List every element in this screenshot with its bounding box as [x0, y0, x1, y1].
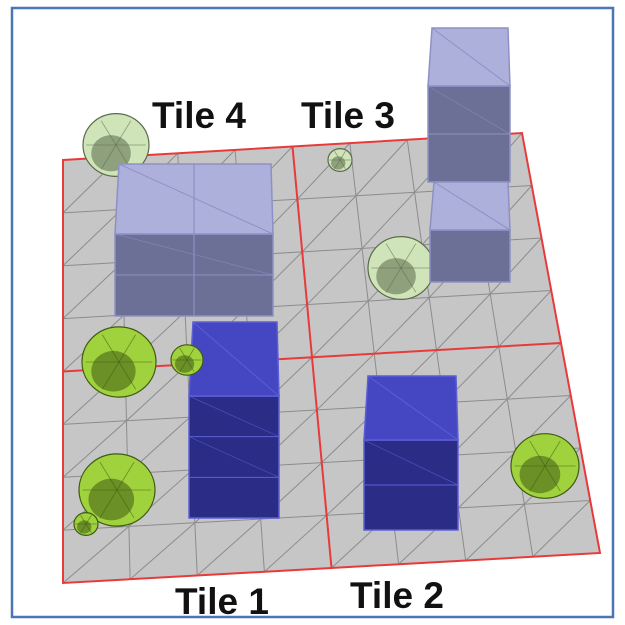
buildings [114, 27, 511, 531]
building-tile3-tower [427, 27, 511, 183]
tile-label-1: Tile 1 [175, 581, 269, 622]
tree-facet [544, 440, 561, 467]
tile-outer-border [62, 131, 602, 585]
tree-facet [100, 144, 117, 170]
building-edge [433, 181, 511, 231]
tree-facet [100, 120, 117, 146]
tree-bright-partial [170, 344, 204, 376]
tree-facet [99, 489, 118, 519]
trees-back [82, 113, 435, 300]
building-edge [431, 27, 511, 87]
tree-facet [118, 361, 136, 390]
building-edge [427, 85, 511, 135]
tree-facet [186, 348, 195, 361]
building-tile1 [188, 321, 280, 519]
building-tile2 [363, 375, 459, 531]
mesh-diagonal [129, 522, 196, 580]
tree-facet [186, 359, 195, 372]
mesh-diagonal [301, 195, 357, 253]
tree-bright-small-bottom [73, 511, 99, 536]
tree-facet [118, 334, 136, 363]
tree-facet [99, 461, 118, 491]
mesh-diagonal [306, 248, 363, 305]
tree-bright-left-lower [78, 453, 156, 527]
tree-facet [529, 440, 546, 467]
mesh-diagonal [126, 364, 188, 422]
building-tile3-base [429, 181, 511, 283]
tree-light-top-left [82, 113, 150, 177]
tree-facet [385, 267, 402, 293]
tree-facet [85, 523, 92, 534]
building-edge [367, 375, 459, 441]
building-edge [192, 321, 280, 397]
trees-front [73, 326, 580, 536]
tree-facet [339, 150, 346, 161]
tree-bright-right [510, 433, 580, 499]
mesh-diagonal [196, 518, 262, 576]
mesh-diagonal [532, 500, 591, 558]
tree-facet [385, 243, 402, 269]
building-front-face [429, 229, 511, 283]
tree-facet [116, 461, 135, 491]
mesh-diagonal [465, 503, 525, 561]
mesh-diagonal [62, 526, 130, 584]
mesh-diagonal [62, 420, 127, 478]
tree-facet [80, 514, 87, 525]
mesh-diagonal [506, 342, 562, 400]
tree-facet [116, 489, 135, 519]
tree-facet [102, 361, 120, 390]
tile-label-4: Tile 4 [152, 95, 246, 136]
tree-facet [544, 465, 561, 492]
mesh-diagonal [498, 290, 552, 347]
tree-facet [529, 465, 546, 492]
tree-bright-left-upper [81, 326, 157, 398]
mesh-diagonal [264, 514, 327, 573]
tree-facet [102, 334, 120, 363]
tree-facet [80, 523, 87, 534]
tree-facet [179, 348, 188, 361]
tree-facet [334, 150, 341, 161]
mesh-diagonal [450, 398, 508, 456]
mesh-diagonal [311, 300, 369, 358]
mesh-diagonal [355, 139, 408, 197]
building-edge [188, 395, 280, 437]
mesh-diagonal [316, 353, 375, 411]
mesh-diagonal [62, 261, 124, 319]
tree-facet [400, 243, 417, 269]
building-edge [188, 436, 280, 478]
tree-facet [179, 359, 188, 372]
tree-facet [85, 514, 92, 525]
tile-label-2: Tile 2 [350, 575, 444, 616]
mesh-diagonal [436, 293, 491, 351]
tree-facet [339, 159, 346, 170]
tree-facet [115, 120, 132, 146]
mesh-diagonal [458, 451, 517, 509]
tree-light-center [367, 236, 435, 300]
building-edge [118, 163, 274, 235]
tree-facet [334, 159, 341, 170]
building-edge [363, 439, 459, 486]
mesh-diagonal [373, 297, 430, 355]
mesh-diagonal [489, 237, 542, 295]
mesh-diagonal [62, 209, 122, 267]
tile-label-3: Tile 3 [301, 95, 395, 136]
mesh-diagonal [361, 192, 415, 249]
tree-light-small [327, 148, 353, 173]
tree-facet [400, 267, 417, 293]
